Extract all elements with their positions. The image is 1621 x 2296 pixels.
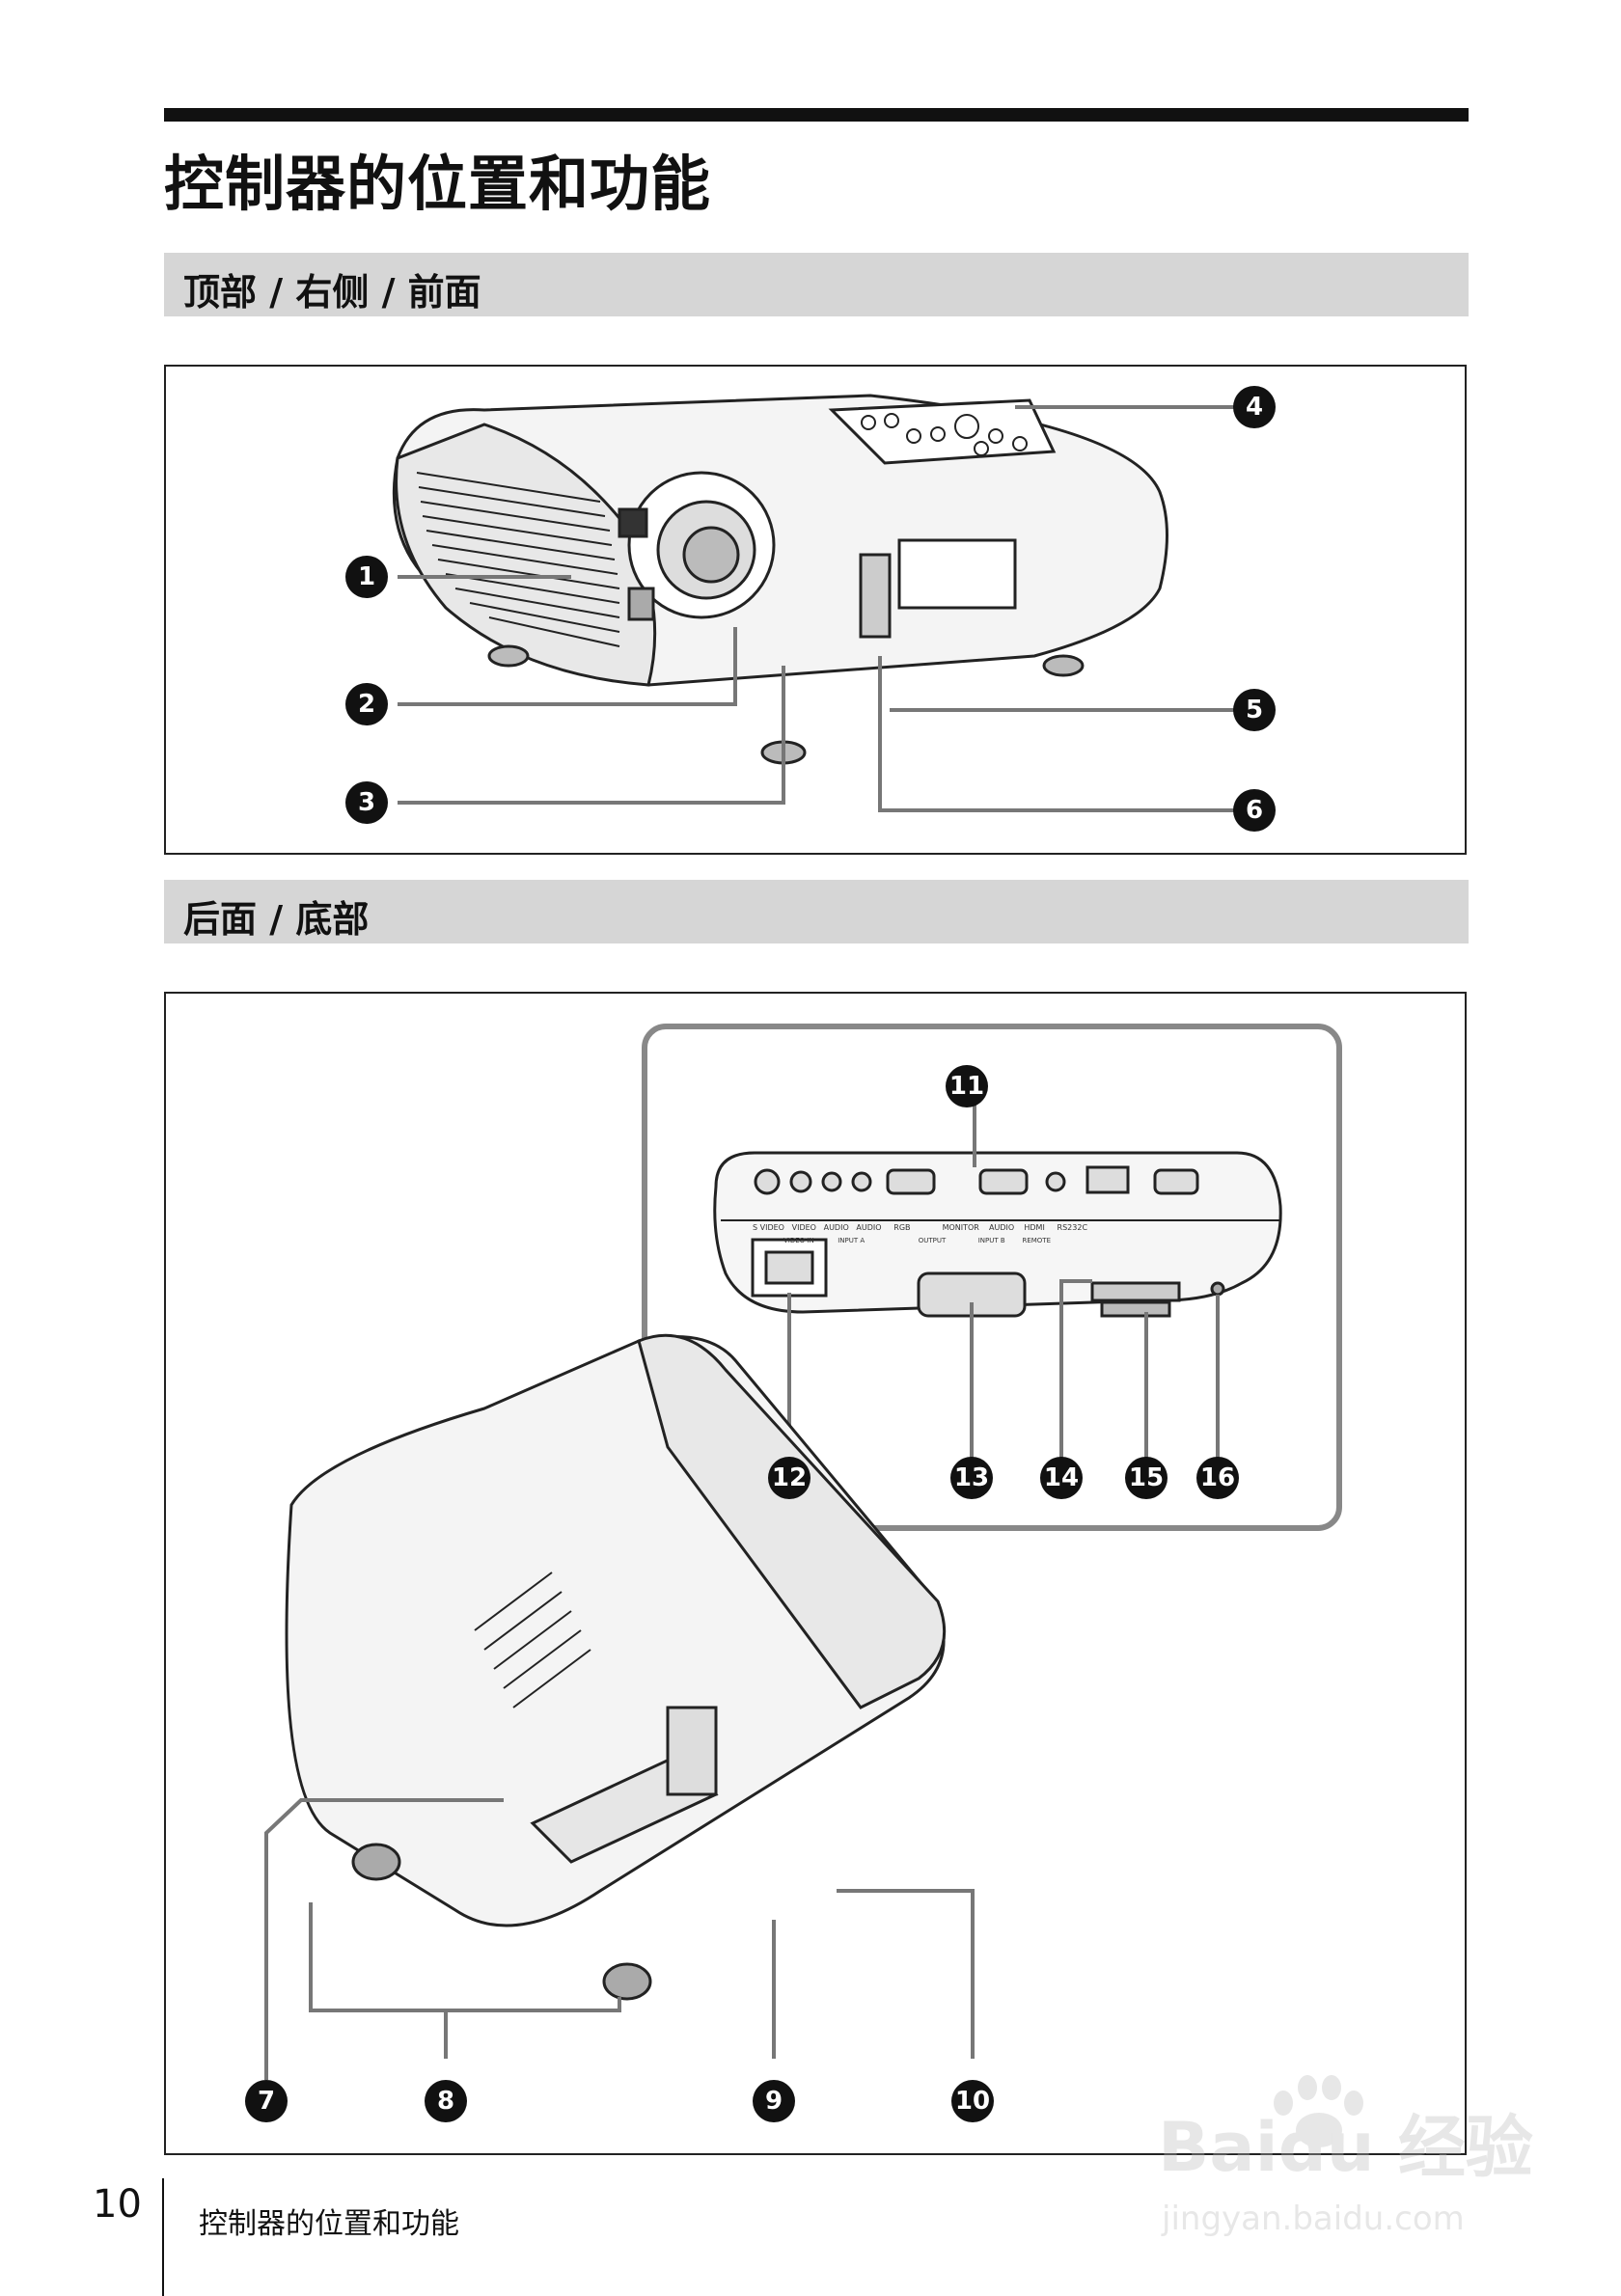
page-number: 10: [93, 2182, 142, 2227]
watermark-url: jingyan.baidu.com: [1162, 2200, 1465, 2238]
callout-9: 9: [753, 2080, 795, 2122]
panel-label: AUDIO: [856, 1223, 882, 1232]
page-title: 控制器的位置和功能: [164, 149, 712, 219]
panel-label: RGB: [893, 1223, 911, 1232]
title-rule: [164, 108, 1469, 122]
callout-2: 2: [345, 683, 388, 725]
callout-3: 3: [345, 781, 388, 824]
figure-top-right-front: 1 2 3 4 5 6: [164, 365, 1467, 855]
section-header-bottom: 后面 / 底部: [164, 880, 1469, 943]
panel-group-label: OUTPUT: [918, 1237, 947, 1244]
callout-15: 15: [1125, 1457, 1168, 1499]
projector-back-bottom-illustration: [264, 1024, 1342, 2080]
panel-label: AUDIO: [823, 1223, 849, 1232]
figure-back-bottom: 11 12 13 14 15 16 7 8 9 10 S VIDEO VIDEO…: [164, 992, 1467, 2155]
callout-1: 1: [345, 556, 388, 598]
callout-7: 7: [245, 2080, 288, 2122]
callout-5: 5: [1233, 689, 1276, 731]
panel-label: RS232C: [1057, 1223, 1088, 1232]
panel-label: VIDEO: [791, 1223, 816, 1232]
rear-panel-group-labels: VIDEO IN INPUT A OUTPUT INPUT B REMOTE: [783, 1237, 1051, 1244]
callout-4: 4: [1233, 386, 1276, 428]
panel-label: MONITOR: [942, 1223, 979, 1232]
footer-divider: [162, 2178, 164, 2296]
watermark-brand: Baidu 经验: [1158, 2108, 1533, 2187]
section-label: 后面 / 底部: [183, 898, 370, 941]
panel-label: S VIDEO: [753, 1223, 784, 1232]
section-header-top: 顶部 / 右侧 / 前面: [164, 253, 1469, 316]
panel-label: AUDIO: [989, 1223, 1015, 1232]
rear-panel-labels: S VIDEO VIDEO AUDIO AUDIO RGB MONITOR AU…: [753, 1223, 1087, 1232]
running-title: 控制器的位置和功能: [199, 2207, 459, 2241]
callout-6: 6: [1233, 789, 1276, 832]
section-label: 顶部 / 右侧 / 前面: [183, 271, 481, 314]
callout-12: 12: [768, 1457, 810, 1499]
projector-front-illustration: [392, 394, 1237, 812]
panel-group-label: INPUT A: [838, 1237, 865, 1244]
callout-14: 14: [1040, 1457, 1083, 1499]
callout-13: 13: [950, 1457, 993, 1499]
callout-8: 8: [425, 2080, 467, 2122]
callout-11: 11: [946, 1065, 988, 1107]
panel-group-label: VIDEO IN: [783, 1237, 814, 1244]
callout-16: 16: [1196, 1457, 1239, 1499]
panel-label: HDMI: [1024, 1223, 1045, 1232]
callout-10: 10: [951, 2080, 994, 2122]
paw-icon: [1274, 2075, 1363, 2147]
baidu-watermark: Baidu 经验 jingyan.baidu.com: [1148, 2074, 1534, 2267]
panel-group-label: INPUT B: [977, 1237, 1005, 1244]
panel-group-label: REMOTE: [1022, 1237, 1051, 1244]
